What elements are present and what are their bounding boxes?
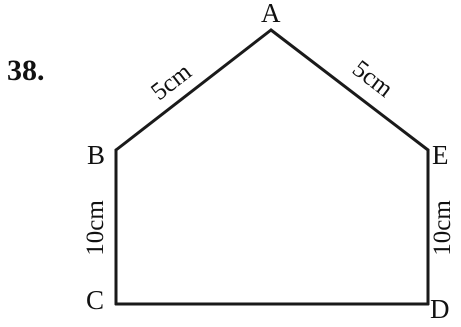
measurement-ab: 5cm — [146, 58, 197, 106]
edge-ab — [114, 28, 273, 152]
vertex-label-d: D — [430, 294, 450, 324]
vertex-label-b: B — [87, 140, 105, 170]
measurement-bc: 10cm — [82, 200, 109, 256]
measurement-ed: 10cm — [429, 200, 456, 256]
vertex-label-a: A — [261, 0, 281, 28]
edge-ae — [269, 28, 430, 152]
vertex-label-c: C — [86, 285, 104, 315]
vertex-label-e: E — [432, 140, 449, 170]
question-number: 38. — [7, 54, 45, 87]
